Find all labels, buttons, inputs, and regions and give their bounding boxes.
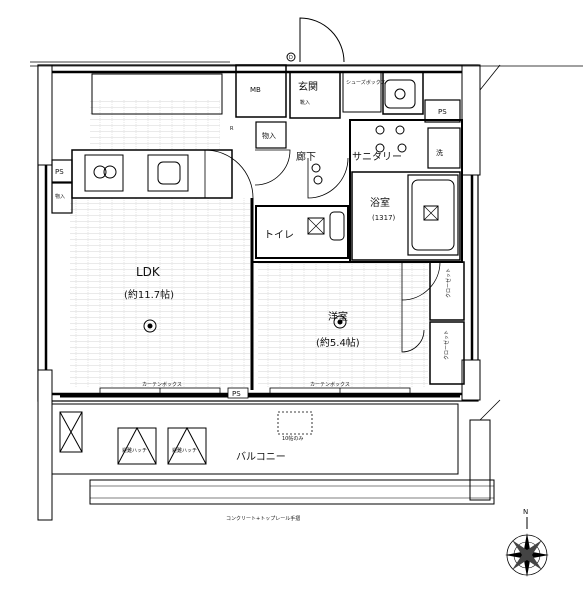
bath-label: 浴室: [370, 196, 390, 209]
interior-doors: [204, 149, 441, 353]
ceiling-lights: [143, 125, 407, 333]
balcony: [51, 403, 495, 505]
ldk-size-label: (約11.7帖): [124, 288, 174, 301]
kitchen-floor: [90, 100, 220, 150]
sanitary-label: サニタリー: [352, 151, 402, 163]
shoes-box-label: シューズボックス: [346, 79, 386, 86]
ldk-floor: [70, 198, 250, 388]
r-label: R: [230, 126, 234, 132]
youshitsu-size-label: (約5.4帖): [316, 336, 360, 349]
storage-left-label: 物入: [55, 193, 65, 200]
shoes-label: 靴入: [300, 99, 310, 106]
bathtub: [411, 179, 455, 251]
room-floor: [258, 262, 428, 387]
entry-door: [286, 17, 345, 63]
wash-basin: [384, 79, 416, 109]
sentaku-label: 洗: [436, 148, 443, 157]
rouka-label: 廊下: [296, 150, 316, 163]
compass-icon: [505, 517, 549, 577]
outer-walls: [37, 64, 481, 521]
door-d-label: D: [289, 55, 293, 61]
genkan-label: 玄関: [298, 80, 318, 93]
railing-label: コンクリート+トップレール手摺: [226, 515, 300, 522]
evac1-label: 避難ハッチ: [122, 447, 147, 454]
ps-left-label: PS: [55, 168, 64, 176]
storage-hall-label: 物入: [262, 131, 276, 140]
toilet-label: トイレ: [264, 230, 294, 241]
compass-north: N: [523, 508, 528, 516]
closet1-label: クローゼット: [445, 268, 452, 298]
youshitsu-label: 洋室: [328, 310, 348, 323]
closet2-label: クローゼット: [443, 330, 450, 360]
curtain-room-label: カーテンボックス: [310, 381, 350, 388]
ps-bottom-label: PS: [232, 390, 241, 398]
toilet-fixture: [307, 217, 325, 235]
bath-size-label: (1317): [372, 214, 396, 222]
evac2-label: 避難ハッチ: [172, 447, 197, 454]
ten-m-label: 10帖のみ: [282, 435, 303, 442]
windows: [99, 387, 411, 399]
balcony-label: バルコニー: [236, 451, 286, 463]
ldk-label: LDK: [136, 265, 161, 279]
curtain-ldk-label: カーテンボックス: [142, 381, 182, 388]
mb-label: MB: [250, 86, 261, 94]
bath-drain: [423, 205, 439, 221]
exterior-lines: [30, 61, 583, 421]
ps-top-label: PS: [438, 108, 447, 116]
